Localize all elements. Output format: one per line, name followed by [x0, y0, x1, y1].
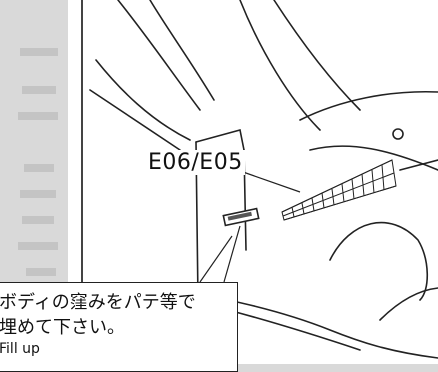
body-recess-marker	[222, 207, 260, 227]
part-number-label: E06/E05	[146, 150, 245, 175]
panel-curve-right	[299, 90, 438, 121]
pillar-curve-outer	[117, 0, 201, 111]
rear-pillar-curve	[239, 0, 321, 131]
right-edge-panel	[399, 159, 438, 171]
callout-leader-left	[199, 235, 233, 283]
callout-text-line-2: 埋めて下さい。	[0, 317, 125, 338]
upper-panel-curve	[95, 59, 191, 141]
callout-text-line-3: Fill up	[0, 341, 40, 357]
wheel-arch	[329, 221, 429, 301]
pillar-curve-inner	[149, 0, 215, 101]
callout-leader-right	[223, 225, 241, 283]
callout-text-line-1: ボディの窪みをパテ等で	[0, 292, 196, 313]
background-print-bleed	[18, 48, 58, 276]
door-frame-top	[195, 129, 245, 151]
hatched-fill-area	[281, 159, 397, 221]
rear-pillar-curve-2	[273, 0, 361, 111]
instruction-callout-box: ボディの窪みをパテ等で 埋めて下さい。 Fill up	[0, 282, 238, 372]
mounting-hole	[392, 128, 404, 140]
right-edge-panel-2	[379, 287, 438, 321]
upper-panel-curve-2	[89, 89, 181, 151]
